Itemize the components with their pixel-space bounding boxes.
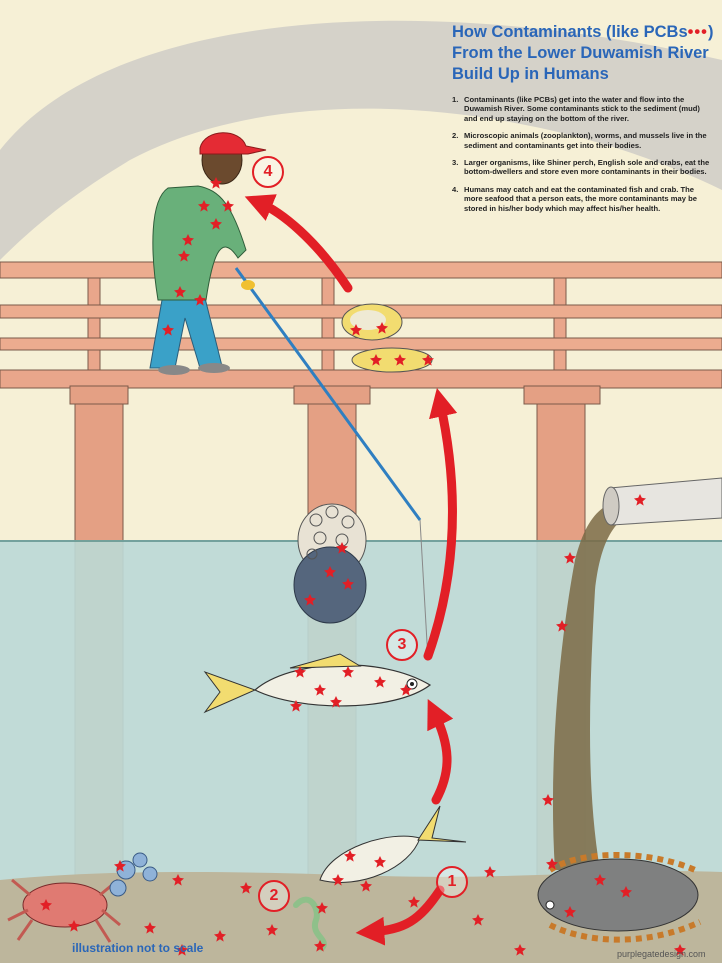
fisherman — [149, 132, 429, 661]
crab — [7, 878, 121, 943]
step-badge-3: 3 — [386, 629, 418, 661]
step-badge-1: 1 — [436, 866, 468, 898]
step-number: 3. — [452, 158, 459, 168]
title-line1: How Contaminants (like PCBs — [452, 23, 688, 41]
title-line3: Build Up in Humans — [452, 65, 609, 83]
step-number: 4. — [452, 184, 459, 194]
pier-deck — [0, 369, 722, 389]
step-text: Larger organisms, like Shiner perch, Eng… — [464, 158, 710, 177]
pcb-dots: ••• — [687, 23, 708, 41]
step-number: 2. — [452, 131, 459, 141]
page-title: How Contaminants (like PCBs•••) From the … — [452, 22, 714, 85]
fishing-rod — [234, 267, 422, 521]
food-chain-arrows — [244, 194, 458, 946]
step-number: 1. — [452, 95, 459, 104]
title-paren: ) — [707, 23, 714, 41]
step-text: Microscopic animals (zooplankton), worms… — [464, 131, 707, 150]
step-item: 2. Microscopic animals (zooplankton), wor… — [452, 131, 714, 150]
steps-list: 1. Contaminants (like PCBs) get into the … — [452, 95, 714, 213]
english-sole — [537, 852, 702, 943]
step-badge-4: 4 — [252, 156, 284, 188]
step-badge-2: 2 — [258, 880, 290, 912]
title-line2: From the Lower Duwamish River — [452, 44, 709, 62]
step-item: 1. Contaminants (like PCBs) get into the … — [452, 95, 714, 123]
shiner-perch-small — [319, 805, 467, 883]
zooplankton — [109, 852, 158, 897]
outfall-pipe — [552, 477, 722, 870]
step-item: 3. Larger organisms, like Shiner perch, E… — [452, 158, 714, 177]
step-item: 4. Humans may catch and eat the contamina… — [452, 185, 714, 213]
step-text: Contaminants (like PCBs) get into the wa… — [464, 95, 700, 123]
fishing-line — [419, 519, 429, 661]
pollution-haze — [0, 20, 722, 260]
credit-link[interactable]: purplegatedesign.com — [617, 949, 706, 959]
worm — [293, 896, 327, 951]
step-text: Humans may catch and eat the contaminate… — [464, 184, 697, 213]
title-block: How Contaminants (like PCBs•••) From the … — [452, 22, 714, 221]
scale-note: illustration not to scale — [72, 941, 204, 955]
mussel-cluster — [293, 503, 367, 624]
